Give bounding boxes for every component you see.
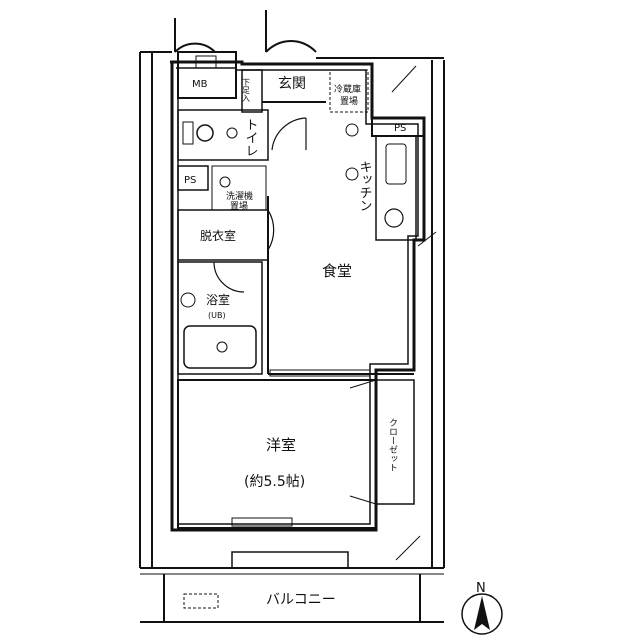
north-compass: N	[461, 581, 503, 635]
kitchen-light-icon	[345, 123, 359, 137]
dressing-label: 脱衣室	[200, 228, 236, 243]
closet-door-2	[349, 495, 377, 505]
washer-tap-icon	[219, 176, 231, 188]
bath-door	[213, 261, 245, 293]
hatch-1	[391, 65, 417, 93]
bath-room	[177, 261, 263, 375]
sliding-door	[269, 369, 371, 377]
fridge-place-label: 置場	[340, 95, 358, 107]
ps-box-left	[177, 165, 209, 191]
mb-label: MB	[192, 79, 208, 90]
washer-label: 洗濯機	[226, 190, 253, 202]
entrance-door-left	[174, 42, 216, 53]
toilet-bowl-icon	[196, 124, 214, 142]
kitchen-label: キッチン	[357, 160, 372, 212]
exterior-wall	[170, 60, 426, 532]
ps-top-label: PS	[394, 123, 406, 134]
stove-burner-icon	[384, 208, 404, 228]
closet	[375, 379, 415, 505]
genkan-label: 玄関	[278, 75, 306, 92]
fridge-label: 冷蔵庫	[334, 83, 361, 95]
washer-place-label: 置場	[230, 200, 248, 212]
kitchen-counter	[375, 135, 417, 241]
bath-label: 浴室	[206, 292, 230, 307]
getabako-label: 下足入	[242, 78, 251, 102]
closet-door-1	[349, 379, 377, 389]
bathtub	[183, 325, 257, 369]
kitchen-light2-icon	[345, 167, 359, 181]
dining-label: 食堂	[322, 262, 352, 280]
toilet-label: トイレ	[243, 118, 258, 157]
mb-box	[177, 51, 237, 99]
balcony-label: バルコニー	[266, 592, 336, 608]
western-size-label: (約5.5帖)	[244, 474, 305, 490]
bath-sink-icon	[180, 292, 196, 308]
toilet-tank	[182, 121, 194, 145]
toilet-light-icon	[226, 127, 238, 139]
mb-meter	[195, 55, 217, 69]
closet-label: クローゼット	[387, 418, 398, 472]
bath-drain-icon	[216, 341, 228, 353]
western-label: 洋室	[266, 436, 296, 454]
western-room	[177, 379, 377, 529]
ps-left-label: PS	[184, 175, 196, 186]
dressing-door	[267, 209, 275, 251]
kitchen-sink	[385, 143, 407, 185]
shoe-cabinet	[241, 69, 263, 113]
compass-circle	[461, 593, 503, 635]
outdoor-unit	[183, 593, 219, 609]
compass-arrow-icon	[474, 596, 490, 630]
entrance-door-right	[265, 40, 317, 53]
aircon-unit	[231, 517, 293, 527]
toilet-room	[177, 109, 269, 161]
hatch-3	[395, 535, 421, 561]
compass-north-label: N	[476, 581, 486, 596]
toilet-door	[271, 117, 307, 151]
bath-note-label: (UB)	[208, 311, 226, 320]
hatch-2	[417, 231, 437, 247]
western-window	[231, 551, 349, 569]
